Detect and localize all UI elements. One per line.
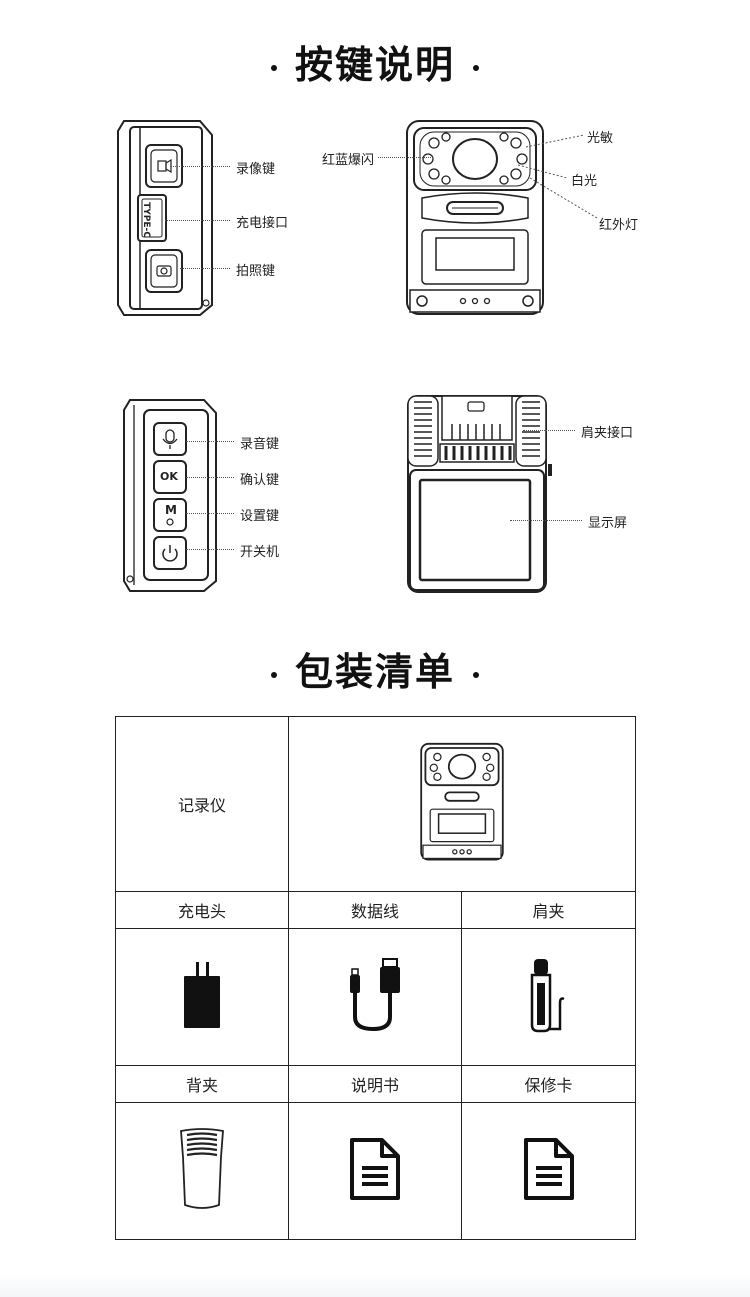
leader-line	[186, 477, 234, 478]
device-side-view-2	[123, 399, 217, 592]
leader-line	[523, 430, 575, 431]
device-front-view	[406, 120, 544, 315]
package-cell-recorder-label: 记录仪	[115, 716, 289, 892]
section-title-package: 包装清单	[0, 641, 750, 696]
ok-key-label: OK	[160, 470, 178, 483]
callout-record-key: 录像键	[236, 162, 276, 177]
usb-cable-icon	[350, 958, 400, 1032]
callout-charge-port: 充电接口	[236, 216, 289, 231]
package-cell-recorder-image	[288, 716, 636, 892]
leader-line	[170, 166, 230, 167]
leader-line	[510, 520, 582, 521]
leader-line	[517, 134, 598, 219]
title-dot	[473, 671, 479, 678]
package-cell-charger	[115, 928, 289, 1066]
callout-shoulder-clip-port: 肩夹接口	[581, 426, 634, 441]
callout-light-sensor: 光敏	[587, 131, 614, 146]
title-dot	[473, 64, 479, 71]
page-bottom-fade	[0, 1275, 750, 1297]
leader-line	[378, 157, 433, 158]
package-cell-back-clip	[115, 1102, 289, 1240]
callout-infrared: 红外灯	[599, 218, 639, 233]
package-item-label: 保修卡	[461, 1065, 636, 1103]
back-clip-icon	[180, 1127, 224, 1209]
callout-white-light: 白光	[571, 174, 598, 189]
package-item-label: 说明书	[288, 1065, 462, 1103]
package-cell-shoulder-clip	[461, 928, 636, 1066]
leader-line	[180, 268, 230, 269]
package-item-label: 肩夹	[461, 891, 636, 929]
shoulder-clip-icon	[530, 959, 565, 1033]
leader-line	[186, 513, 234, 514]
callout-audio-key: 录音键	[240, 437, 280, 452]
package-item-label: 数据线	[288, 891, 462, 929]
package-cell-manual	[288, 1102, 462, 1240]
callout-photo-key: 拍照键	[236, 264, 276, 279]
charger-icon	[184, 962, 220, 1028]
m-key-label: M	[165, 503, 177, 517]
section-title-buttons: 按键说明	[0, 34, 750, 89]
document-icon	[350, 1138, 400, 1200]
section-title-text: 按键说明	[294, 43, 455, 87]
package-item-label: 背夹	[115, 1065, 289, 1103]
callout-power-key: 开关机	[240, 545, 280, 560]
package-item-label: 充电头	[115, 891, 289, 929]
device-back-view	[407, 395, 552, 593]
callout-settings-key: 设置键	[240, 509, 280, 524]
title-dot	[270, 64, 277, 71]
callout-red-blue-flash: 红蓝爆闪	[322, 153, 375, 168]
callout-display-screen: 显示屏	[588, 516, 628, 531]
title-dot	[270, 671, 277, 678]
leader-line	[186, 441, 234, 442]
callout-confirm-key: 确认键	[240, 473, 280, 488]
leader-line	[186, 549, 234, 550]
document-icon	[523, 1138, 574, 1200]
recorder-icon	[420, 742, 504, 861]
package-cell-warranty	[461, 1102, 636, 1240]
section-title-text: 包装清单	[294, 650, 455, 694]
package-list-table: 记录仪 充电头 数据线 肩夹	[115, 716, 636, 1240]
leader-line	[165, 220, 230, 221]
package-cell-cable	[288, 928, 462, 1066]
